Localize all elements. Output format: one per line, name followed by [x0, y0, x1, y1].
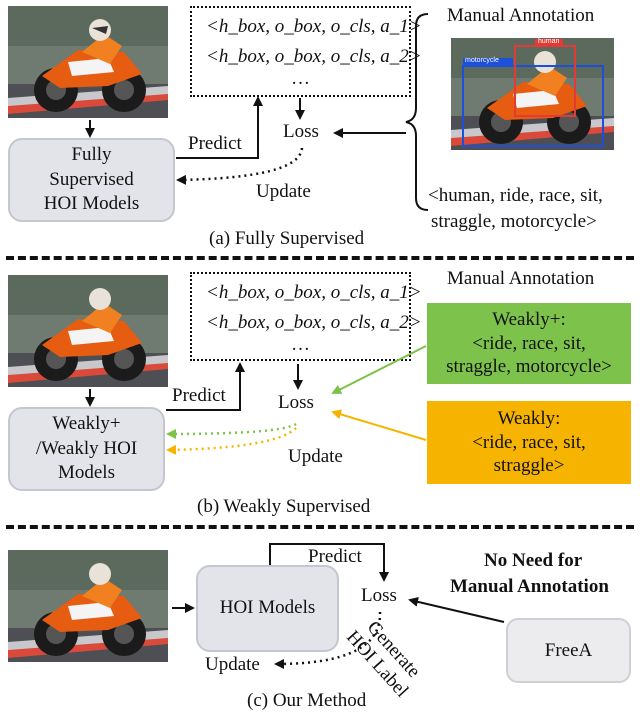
update-label-c: Update	[205, 654, 260, 675]
freea-box: FreeA	[506, 618, 631, 683]
model-line-3: HOI Models	[43, 193, 140, 215]
update-label-b: Update	[288, 446, 343, 467]
prediction-tuples: <h_box, o_box, o_cls, a_1> <h_box, o_box…	[190, 6, 422, 97]
annotated-motorcycle-photo: motorcycle human	[451, 38, 614, 150]
motorcycle-photo-b	[8, 275, 168, 387]
fully-supervised-model: Fully Supervised HOI Models	[8, 138, 175, 222]
bbox-label-motorcycle: motorcycle	[465, 57, 499, 64]
annotation-line-1: <human, ride, race, sit,	[428, 185, 603, 206]
caption-b: (b) Weakly Supervised	[197, 496, 371, 517]
weakly-to-loss-arrow	[331, 409, 427, 441]
weakly-plus-annotation-box: Weakly+: <ride, race, sit, straggle, mot…	[427, 303, 631, 384]
model-line-1: Fully	[71, 143, 112, 165]
loss-label: Loss	[283, 121, 319, 142]
annotation-line-2: straggle, motorcycle>	[431, 211, 597, 232]
prediction-tuples-b: <h_box, o_box, o_cls, a_1> <h_box, o_box…	[190, 272, 422, 361]
predict-label: Predict	[188, 133, 242, 154]
update-label: Update	[256, 181, 311, 202]
caption-c: (c) Our Method	[247, 690, 367, 711]
section-divider-1	[6, 256, 634, 260]
generate-hoi-label: Generate HOI Label	[341, 612, 428, 702]
weakly-plus-title: Weakly+:	[492, 308, 566, 330]
weakly-plus-line-1: <ride, race, sit,	[472, 332, 586, 354]
bbox-label-human: human	[538, 38, 560, 45]
manual-annotation-title-b: Manual Annotation	[447, 268, 595, 289]
loss-label-b: Loss	[278, 392, 314, 413]
tuple-row-1: <h_box, o_box, o_cls, a_1>	[206, 16, 422, 37]
weakly-plus-line-2: straggle, motorcycle>	[446, 356, 612, 378]
no-need-line-2: Manual Annotation	[450, 576, 609, 597]
freea-label: FreeA	[544, 639, 593, 661]
manual-annotation-title: Manual Annotation	[447, 5, 595, 26]
weakly-line-2: straggle>	[493, 455, 565, 477]
tuple-ellipsis: …	[291, 68, 310, 89]
tuple-row-1: <h_box, o_box, o_cls, a_1>	[206, 282, 422, 303]
update-arrow-yellow	[166, 427, 297, 455]
predict-label-b: Predict	[172, 385, 226, 406]
tuple-row-2: <h_box, o_box, o_cls, a_2>	[206, 312, 422, 333]
section-divider-2	[6, 525, 634, 529]
weakly-annotation-box: Weakly: <ride, race, sit, straggle>	[427, 401, 631, 484]
model-line-3: Models	[57, 462, 115, 484]
update-arrow-green	[166, 422, 297, 439]
predict-label-c: Predict	[308, 546, 362, 567]
weakly-title: Weakly:	[497, 407, 561, 429]
tuple-ellipsis: …	[291, 334, 310, 355]
weakly-supervised-model: Weakly+ /Weakly HOI Models	[8, 407, 165, 491]
model-line-1: Weakly+	[52, 412, 121, 434]
hoi-model-label: HOI Models	[219, 597, 316, 619]
motorcycle-photo	[8, 6, 168, 118]
weakly-line-1: <ride, race, sit,	[472, 431, 586, 453]
freea-to-loss-arrow	[408, 596, 505, 623]
no-need-line-1: No Need for	[484, 550, 583, 571]
model-line-2: /Weakly HOI	[35, 437, 138, 459]
model-line-2: Supervised	[49, 168, 134, 190]
caption-a: (a) Fully Supervised	[209, 228, 365, 249]
hoi-model-ours: HOI Models	[196, 565, 339, 652]
loss-label-c: Loss	[361, 585, 397, 606]
tuple-row-2: <h_box, o_box, o_cls, a_2>	[206, 46, 422, 67]
motorcycle-photo-c	[8, 550, 168, 662]
